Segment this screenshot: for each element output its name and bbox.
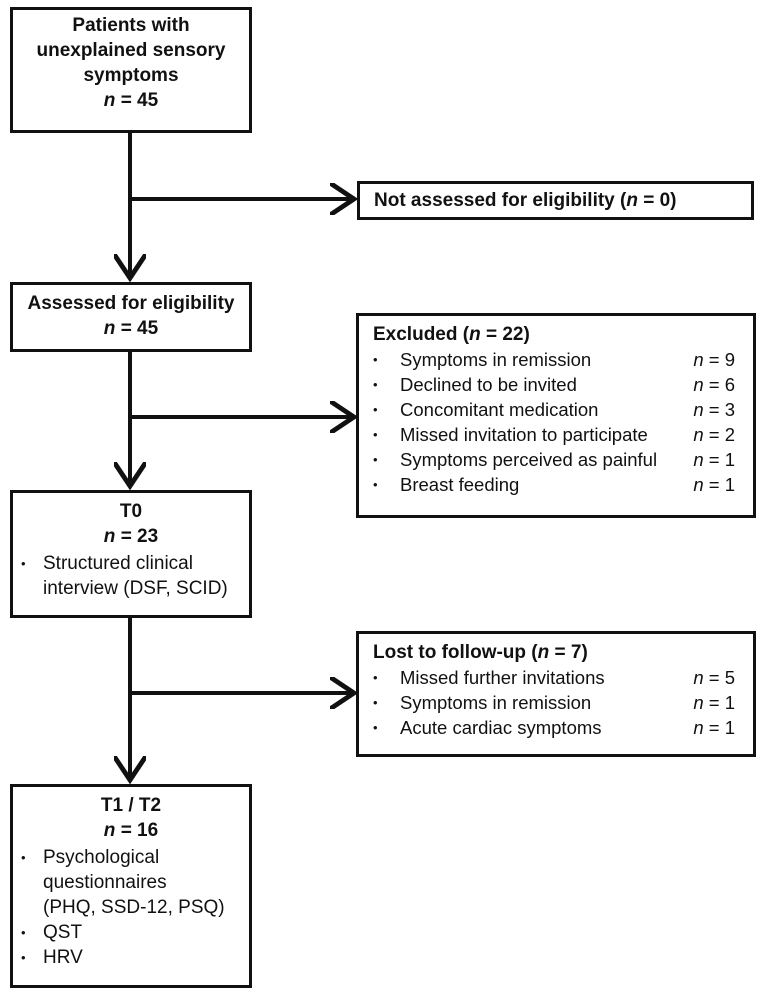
patients-n: n = 45 (103, 90, 159, 111)
t0-title: T0 (119, 501, 143, 522)
excluded-title: Excluded (n = 22) (373, 324, 530, 345)
excluded-box: Excluded (n = 22) •Symptoms in remission… (356, 313, 756, 518)
patients-title-line1: Patients with (72, 15, 190, 36)
assessed-title: Assessed for eligibility (27, 293, 235, 314)
assessed-n: n = 45 (103, 318, 159, 339)
t1t2-bullet-hrv: • HRV (21, 947, 83, 968)
t1t2-box: T1 / T2 n = 16 • Psychological questionn… (10, 784, 252, 988)
t0-box: T0 n = 23 • Structured clinical intervie… (10, 490, 252, 618)
t1t2-title: T1 / T2 (100, 795, 162, 816)
not-assessed-text: Not assessed for eligibility (n = 0) (374, 190, 677, 211)
lost-title: Lost to follow-up (n = 7) (373, 642, 588, 663)
t1t2-bullet-questionnaires: • Psychological questionnaires (PHQ, SSD… (21, 847, 225, 918)
t0-bullet: • Structured clinical interview (DSF, SC… (21, 553, 228, 599)
lost-followup-box: Lost to follow-up (n = 7) •Missed furthe… (356, 631, 756, 757)
patients-box: Patients with unexplained sensory sympto… (10, 7, 252, 133)
not-assessed-box: Not assessed for eligibility (n = 0) (357, 181, 754, 220)
t1t2-n: n = 16 (103, 820, 159, 841)
t1t2-bullet-qst: • QST (21, 922, 83, 943)
assessed-box: Assessed for eligibility n = 45 (10, 282, 252, 352)
patients-title-line3: symptoms (83, 65, 179, 86)
patients-title-line2: unexplained sensory (36, 40, 226, 61)
t0-n: n = 23 (103, 526, 159, 547)
